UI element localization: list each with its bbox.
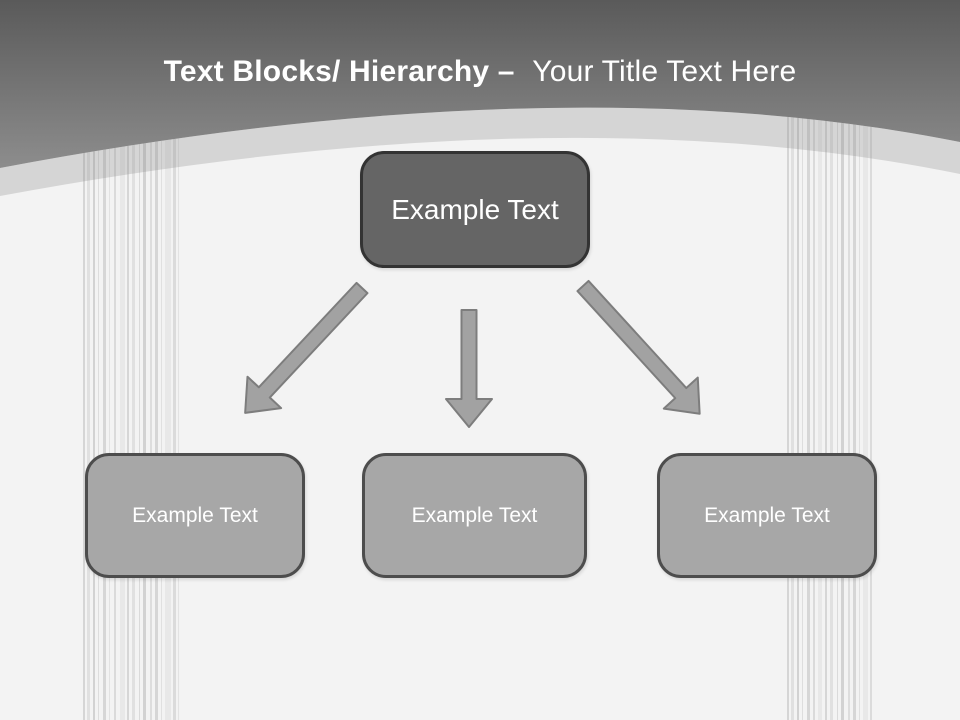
child-text-block-label: Example Text [411,503,538,527]
child-text-block-middle: Example Text [362,453,587,578]
column-stripes-right [787,107,872,720]
slide-title-regular: Your Title Text Here [532,55,797,88]
slide-title: Text Blocks/ Hierarchy – Your Title Text… [0,52,960,92]
connector-arrow-right [576,279,701,415]
root-text-block-label: Example Text [391,193,559,225]
header-arc-band [0,107,960,196]
child-text-block-right: Example Text [657,453,877,578]
connector-arrow-left [244,281,369,414]
column-stripes-left [83,107,179,720]
root-text-block: Example Text [360,151,590,268]
child-text-block-label: Example Text [704,503,830,527]
child-text-block-left: Example Text [85,453,305,578]
child-text-block-label: Example Text [132,503,258,527]
slide-header [0,0,960,168]
slide-title-bold: Text Blocks/ Hierarchy – [163,55,515,88]
connector-arrow-middle [445,309,493,428]
